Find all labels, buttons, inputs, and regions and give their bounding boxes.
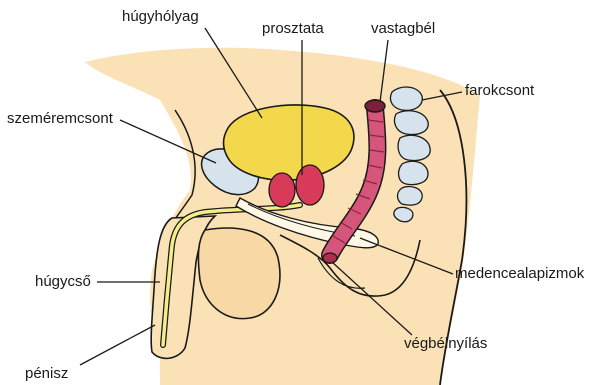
prostate-left-lobe xyxy=(269,173,295,207)
label-colon: vastagbél xyxy=(371,20,435,38)
anus-opening xyxy=(323,253,337,263)
label-penis: pénisz xyxy=(25,365,68,383)
leader-penis xyxy=(80,325,155,365)
label-coccyx: farokcsont xyxy=(465,82,534,100)
prostate-right-lobe xyxy=(296,165,324,205)
label-urethra: húgycső xyxy=(35,273,91,291)
label-pelvic-floor: medencealapizmok xyxy=(455,265,584,283)
colon-opening xyxy=(365,100,385,112)
label-anus: végbélnyílás xyxy=(404,335,487,353)
label-bladder: húgyhólyag xyxy=(122,8,199,26)
label-pubic-bone: szeméremcsont xyxy=(7,110,113,128)
label-prostate: prosztata xyxy=(262,20,324,38)
